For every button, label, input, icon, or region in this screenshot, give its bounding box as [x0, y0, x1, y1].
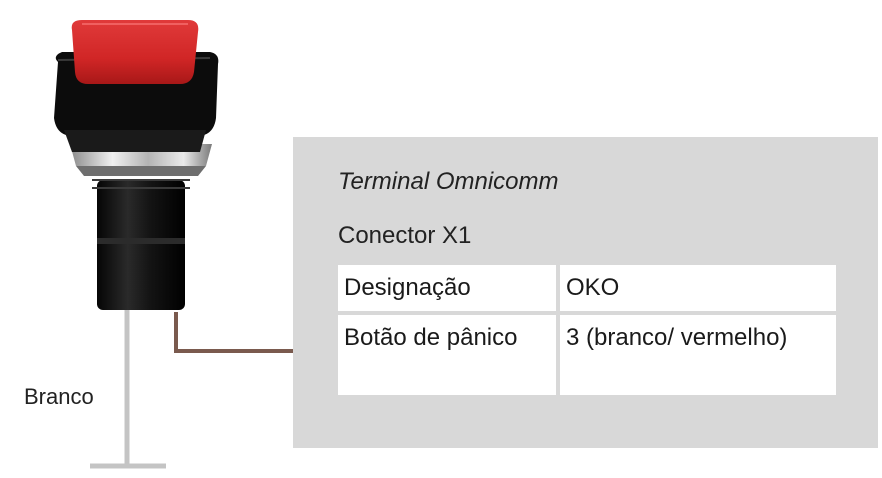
pin-table: Designação OKO Botão de pânico 3 (branco…	[334, 261, 840, 399]
connector-label: Conector X1	[338, 222, 472, 249]
header-oko: OKO	[560, 265, 836, 311]
header-designation: Designação	[338, 265, 556, 311]
terminal-title: Terminal Omnicomm	[338, 168, 559, 195]
panic-button-image	[54, 20, 219, 310]
ground-wire	[90, 300, 166, 469]
wire-label: Branco	[24, 384, 94, 409]
table-row: Botão de pânico 3 (branco/ vermelho)	[338, 315, 836, 395]
table-header-row: Designação OKO	[338, 265, 836, 311]
signal-wire	[174, 312, 338, 353]
row-pin: 3 (branco/ vermelho)	[560, 315, 836, 395]
row-function: Botão de pânico	[338, 315, 556, 395]
